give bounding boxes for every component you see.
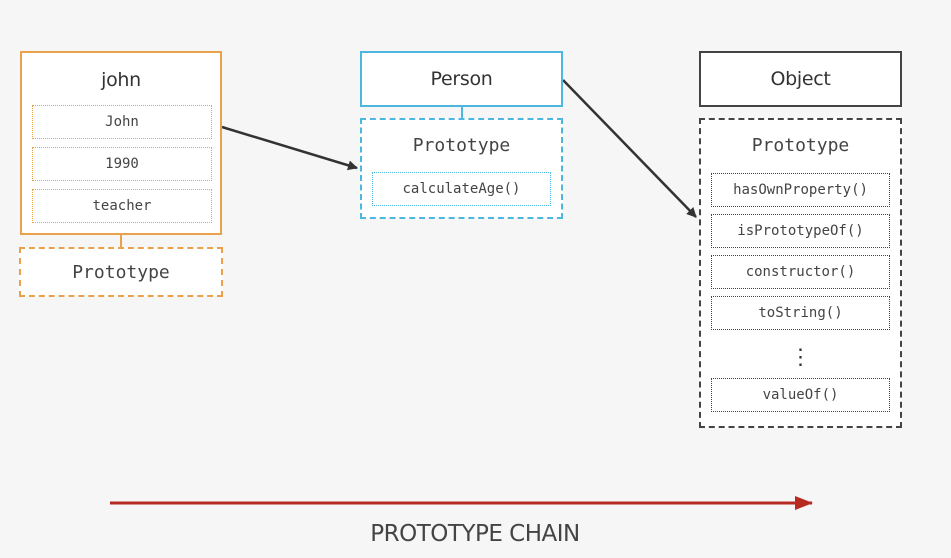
prototype-chain-label: PROTOTYPE CHAIN — [370, 521, 580, 547]
object-methods-ellipsis: ⋮ — [789, 344, 812, 370]
john-object-box: john John 1990 teacher — [20, 51, 222, 235]
john-property-year: 1990 — [32, 147, 212, 181]
person-method-calculate-age: calculateAge() — [372, 172, 551, 206]
john-prototype-box: Prototype — [19, 247, 223, 297]
john-title: john — [101, 69, 141, 91]
object-method-value-of: valueOf() — [711, 378, 890, 412]
person-prototype-label: Prototype — [412, 134, 511, 156]
person-prototype-link — [461, 107, 463, 118]
john-property-job: teacher — [32, 189, 212, 223]
person-constructor-box: Person — [360, 51, 563, 107]
arrow-person-to-object-prototype — [562, 79, 697, 218]
john-property-name: John — [32, 105, 212, 139]
object-constructor-box: Object — [699, 51, 902, 107]
arrow-john-to-person-prototype — [221, 125, 358, 171]
john-prototype-link — [120, 235, 122, 247]
object-method-has-own-property: hasOwnProperty() — [711, 173, 890, 207]
object-method-constructor: constructor() — [711, 255, 890, 289]
object-prototype-label: Prototype — [751, 134, 850, 156]
object-prototype-box: Prototype hasOwnProperty() isPrototypeOf… — [699, 118, 902, 428]
object-method-is-prototype-of: isPrototypeOf() — [711, 214, 890, 248]
person-prototype-box: Prototype calculateAge() — [360, 118, 563, 219]
object-method-to-string: toString() — [711, 296, 890, 330]
